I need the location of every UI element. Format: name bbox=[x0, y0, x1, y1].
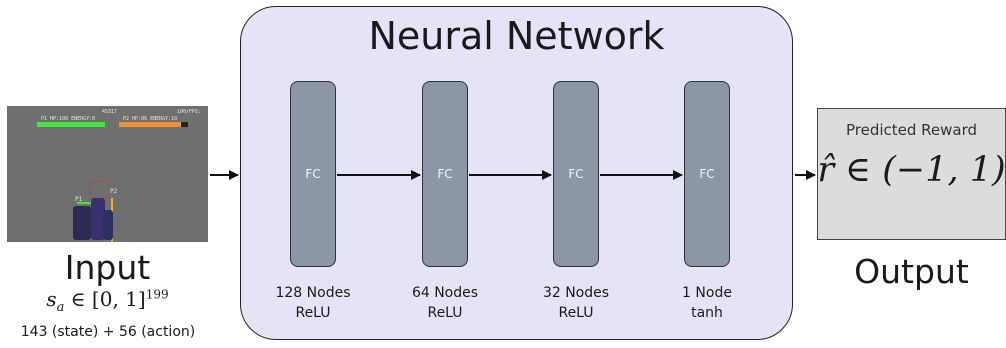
fighter-p2 bbox=[91, 198, 105, 240]
input-game-screenshot: 45317 100/FPS: P1 HP:100 ENERGY:0 P2 HP:… bbox=[7, 106, 208, 242]
input-label: Input bbox=[64, 248, 151, 287]
p1-health-bar bbox=[37, 122, 105, 127]
hud-p2: P2 HP:96 ENERGY:10 bbox=[123, 116, 178, 122]
p1-tag: P1 bbox=[75, 196, 83, 203]
p2-health-bar bbox=[119, 122, 181, 127]
p1-marker bbox=[77, 202, 99, 204]
hud-frame: 100/FPS: bbox=[177, 109, 202, 115]
output-box-title: Predicted Reward bbox=[845, 121, 978, 139]
network-title: Neural Network bbox=[368, 14, 665, 58]
fc-layer-1: FC bbox=[290, 81, 336, 267]
fc-layer-3: FC bbox=[553, 81, 599, 267]
output-label: Output bbox=[854, 252, 969, 291]
layer-3-activation: ReLU bbox=[558, 305, 594, 321]
layer-4-activation: tanh bbox=[691, 305, 723, 321]
layer-3-caption: 32 Nodes ReLU bbox=[521, 283, 631, 323]
layer-1-caption: 128 Nodes ReLU bbox=[258, 283, 368, 323]
input-dimensions: 143 (state) + 56 (action) bbox=[20, 324, 196, 340]
hud-p1: P1 HP:100 ENERGY:0 bbox=[41, 116, 96, 122]
layer-3-nodes: 32 Nodes bbox=[542, 285, 610, 301]
p2-tag: P2 bbox=[110, 188, 118, 195]
layer-4-caption: 1 Node tanh bbox=[652, 283, 762, 323]
fc-layer-2: FC bbox=[422, 81, 468, 267]
output-box bbox=[817, 108, 1006, 240]
fighter-p2-arm bbox=[103, 210, 113, 240]
layer-1-activation: ReLU bbox=[295, 305, 331, 321]
fc-layer-4: FC bbox=[684, 81, 730, 267]
output-formula: r̂ ∈ (−1, 1) bbox=[817, 150, 1006, 190]
fighter-p1 bbox=[73, 206, 91, 240]
input-formula: sa ∈ [0, 1]199 bbox=[46, 287, 169, 315]
p2-health-bar-end bbox=[181, 122, 188, 127]
layer-1-nodes: 128 Nodes bbox=[275, 285, 351, 301]
layer-2-nodes: 64 Nodes bbox=[411, 285, 479, 301]
layer-2-caption: 64 Nodes ReLU bbox=[390, 283, 500, 323]
hud-timer: 45317 bbox=[102, 109, 118, 115]
layer-2-activation: ReLU bbox=[427, 305, 463, 321]
layer-4-nodes: 1 Node bbox=[682, 285, 732, 301]
